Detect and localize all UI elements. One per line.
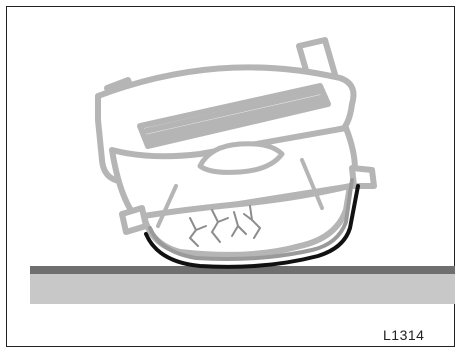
ground-fill bbox=[30, 274, 455, 304]
ground-icon bbox=[30, 266, 455, 304]
right-mirror bbox=[352, 168, 374, 186]
figure-code-label: L1314 bbox=[383, 327, 453, 343]
overturned-vehicle-icon bbox=[98, 40, 374, 255]
